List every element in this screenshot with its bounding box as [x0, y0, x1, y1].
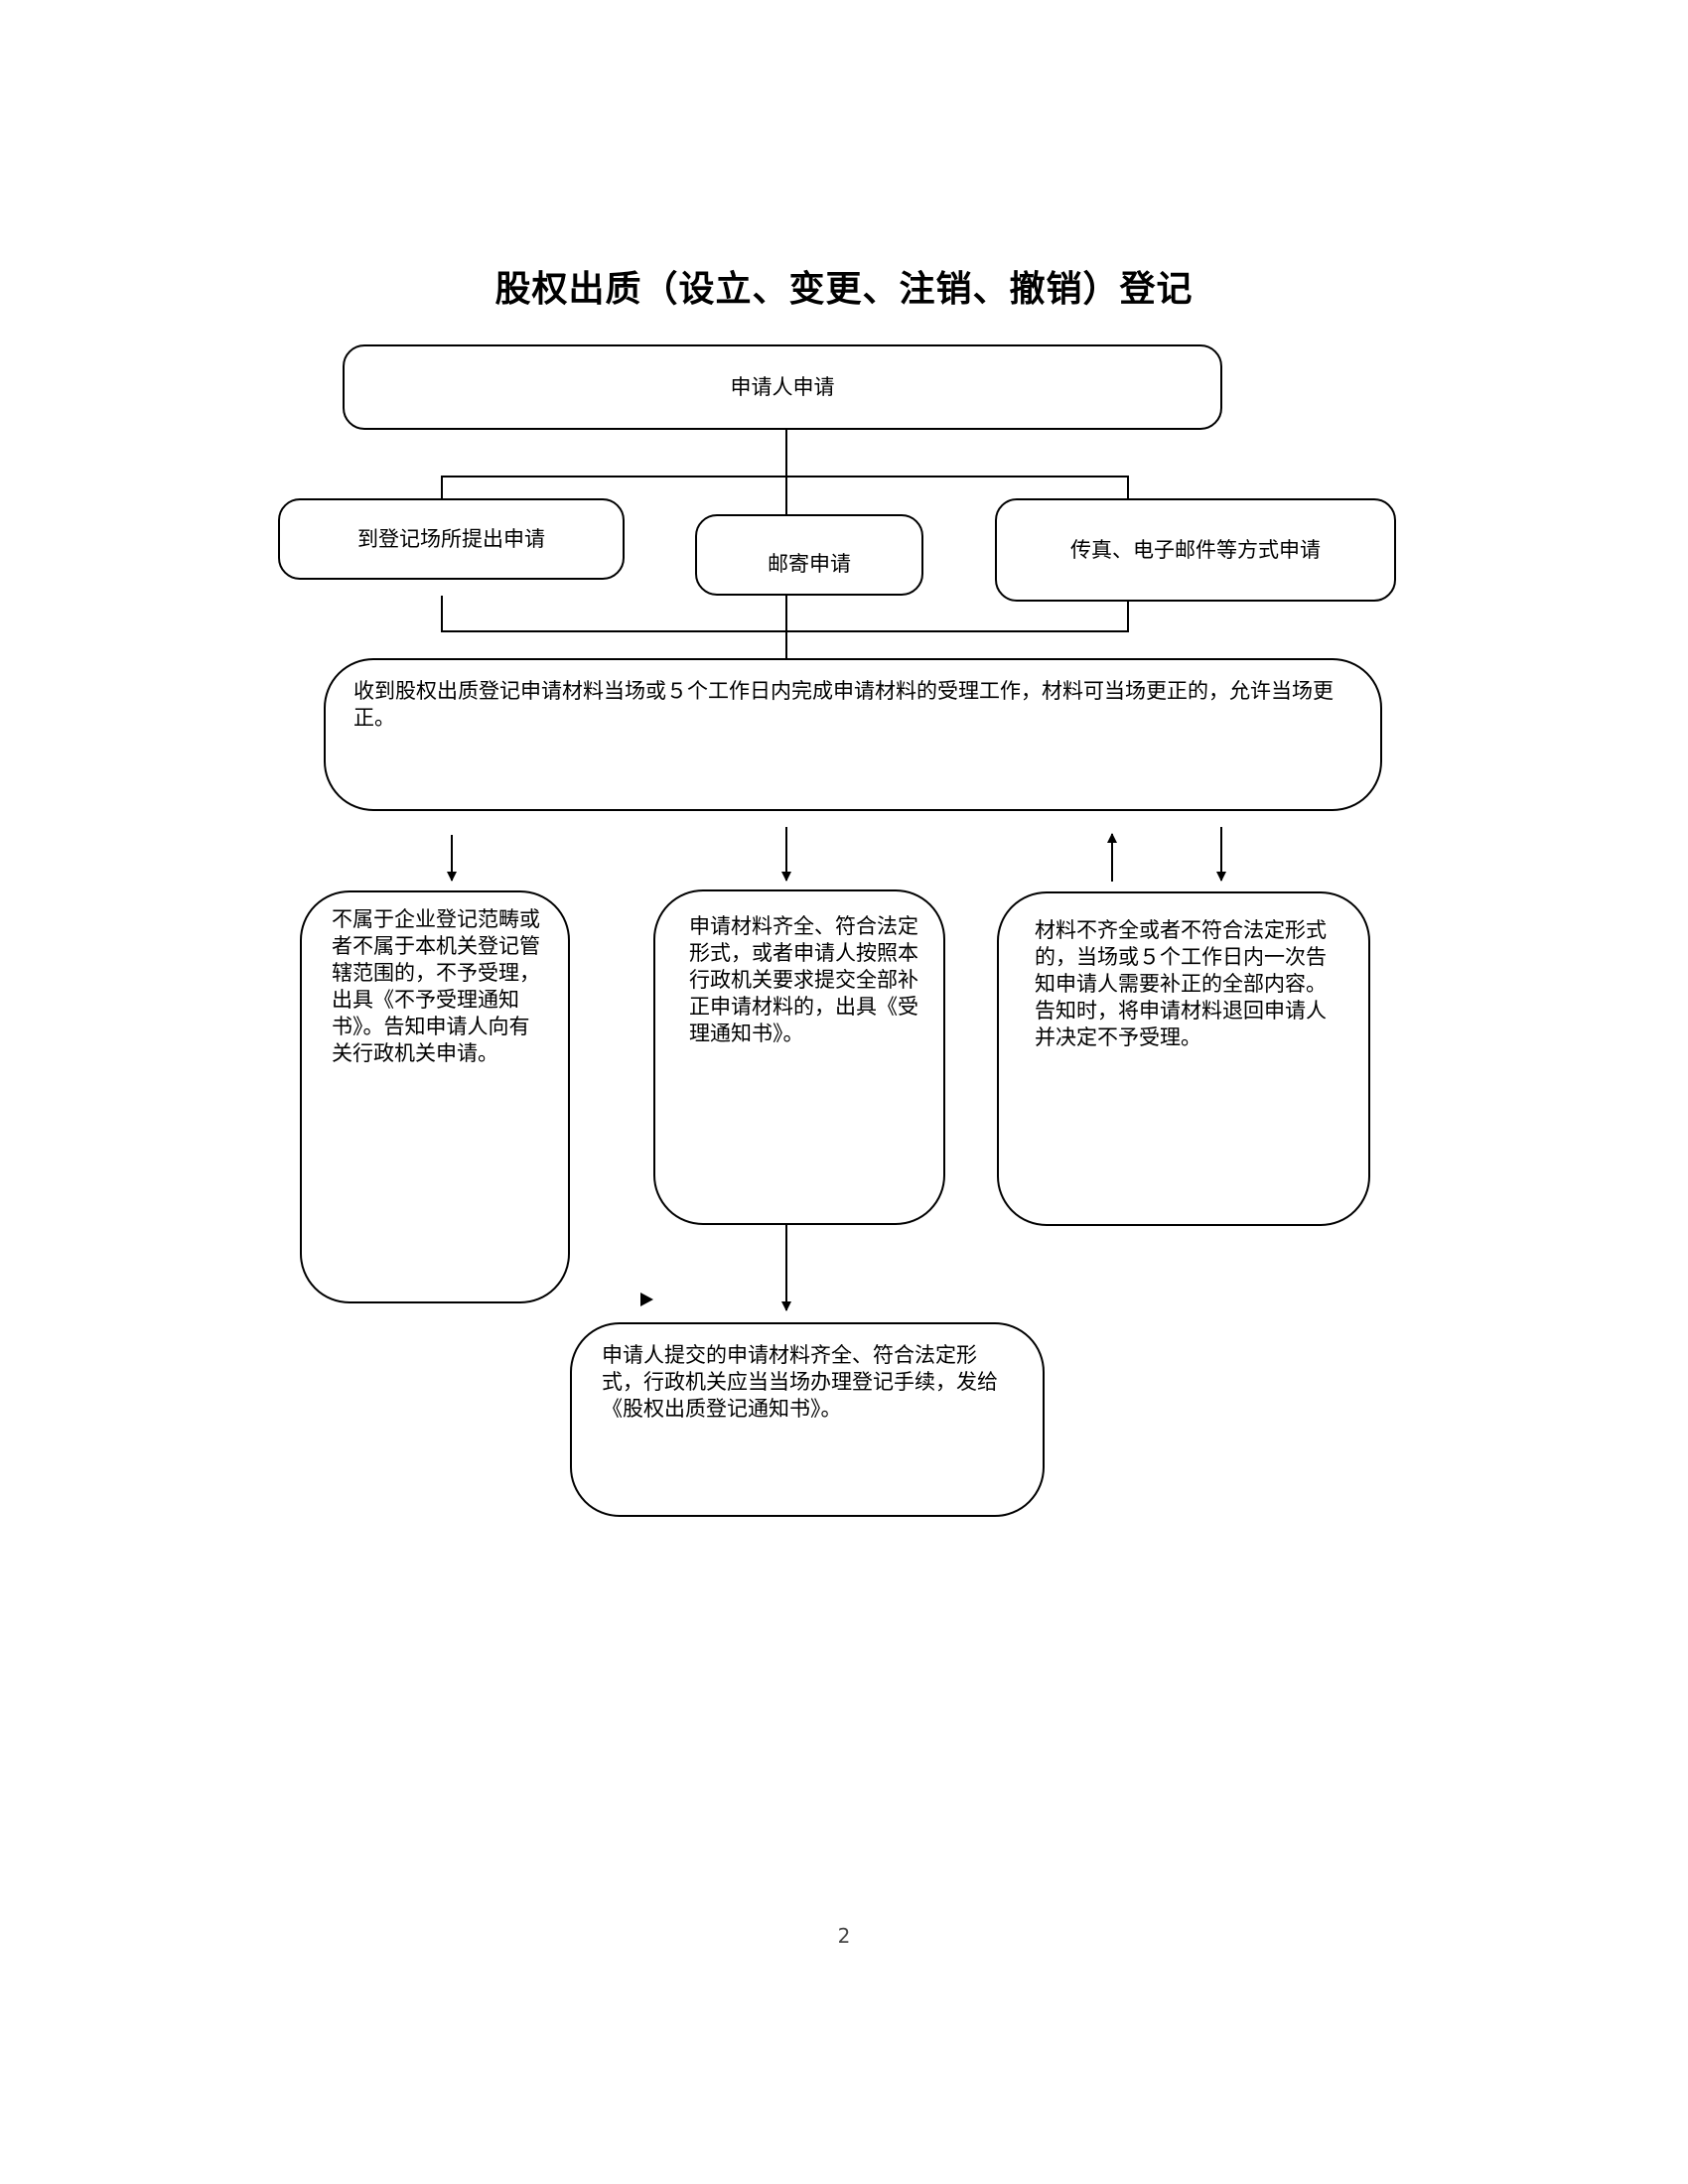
node-fax-label: 传真、电子邮件等方式申请	[1070, 537, 1321, 562]
connector-apply-onsite	[441, 476, 1129, 498]
node-receive: 收到股权出质登记申请材料当场或５个工作日内完成申请材料的受理工作，材料可当场更正…	[324, 658, 1382, 811]
page-number: 2	[837, 1924, 851, 1948]
node-supplement-label: 材料不齐全或者不符合法定形式的，当场或５个工作日内一次告知申请人需要补正的全部内…	[1035, 918, 1327, 1049]
node-onsite: 到登记场所提出申请	[278, 498, 625, 580]
small-arrow-marker	[640, 1293, 653, 1306]
page-title: 股权出质（设立、变更、注销、撤销）登记	[494, 268, 1194, 310]
node-apply: 申请人申请	[343, 344, 1222, 430]
node-accept: 申请材料齐全、符合法定形式，或者申请人按照本行政机关要求提交全部补正申请材料的，…	[653, 889, 945, 1225]
connector-onsite-receive	[441, 596, 1129, 632]
node-issue-label: 申请人提交的申请材料齐全、符合法定形式，行政机关应当当场办理登记手续，发给《股权…	[602, 1343, 998, 1421]
node-reject: 不属于企业登记范畴或者不属于本机关登记管辖范围的，不予受理，出具《不予受理通知书…	[300, 890, 570, 1303]
node-apply-label: 申请人申请	[730, 374, 835, 399]
node-accept-label: 申请材料齐全、符合法定形式，或者申请人按照本行政机关要求提交全部补正申请材料的，…	[689, 914, 918, 1045]
node-issue: 申请人提交的申请材料齐全、符合法定形式，行政机关应当当场办理登记手续，发给《股权…	[570, 1322, 1045, 1517]
node-mail-label: 邮寄申请	[768, 551, 851, 576]
node-mail: 邮寄申请	[695, 514, 923, 596]
node-supplement: 材料不齐全或者不符合法定形式的，当场或５个工作日内一次告知申请人需要补正的全部内…	[997, 891, 1370, 1226]
node-fax: 传真、电子邮件等方式申请	[995, 498, 1396, 602]
node-onsite-label: 到登记场所提出申请	[357, 526, 545, 551]
node-reject-label: 不属于企业登记范畴或者不属于本机关登记管辖范围的，不予受理，出具《不予受理通知书…	[332, 907, 540, 1065]
node-receive-label: 收到股权出质登记申请材料当场或５个工作日内完成申请材料的受理工作，材料可当场更正…	[353, 679, 1334, 730]
